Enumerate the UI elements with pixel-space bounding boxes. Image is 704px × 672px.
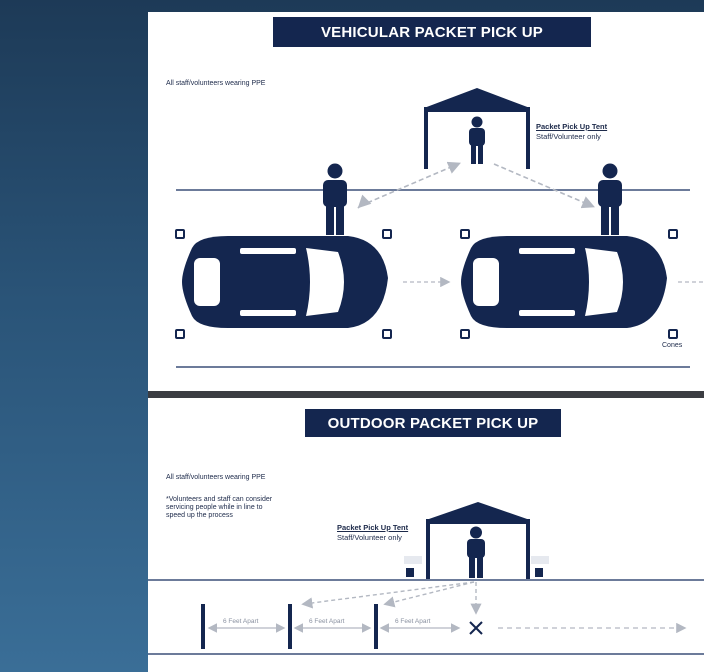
cone-icon: [668, 329, 678, 339]
cone-icon: [460, 329, 470, 339]
outdoor-panel: OUTDOOR PACKET PICK UP All staff/volunte…: [148, 398, 704, 672]
panel-divider: [148, 391, 704, 398]
x-mark-icon: [468, 620, 484, 636]
cones-label: Cones: [662, 342, 682, 349]
cone-icon: [382, 229, 392, 239]
cone-icon: [175, 229, 185, 239]
cone-icon: [668, 229, 678, 239]
cone-icon: [175, 329, 185, 339]
spacing-label: 6 Feet Apart: [392, 618, 433, 625]
queue-arrows: [148, 398, 704, 672]
car-icon: [178, 234, 390, 330]
cone-icon: [460, 229, 470, 239]
spacing-label: 6 Feet Apart: [220, 618, 261, 625]
cone-icon: [382, 329, 392, 339]
handoff-arrows: [148, 12, 704, 391]
car-icon: [457, 234, 669, 330]
vehicular-panel: VEHICULAR PACKET PICK UP All staff/volun…: [148, 12, 704, 391]
spacing-label: 6 Feet Apart: [306, 618, 347, 625]
